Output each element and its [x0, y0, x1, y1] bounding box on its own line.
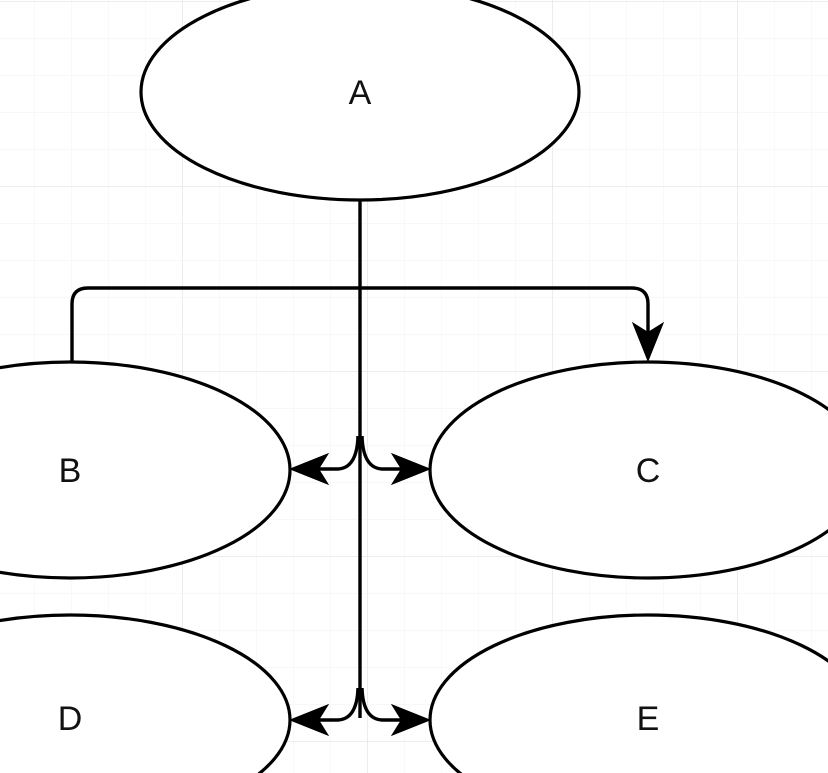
node-e-ellipse[interactable] — [428, 613, 828, 773]
node-d-ellipse[interactable] — [0, 613, 292, 773]
arrowhead-into-d-overlay — [289, 704, 329, 736]
edge-a-to-b-orthogonal — [70, 286, 360, 361]
node-c[interactable]: C — [428, 360, 828, 580]
node-c-ellipse[interactable] — [428, 360, 828, 580]
node-a[interactable]: A — [139, 0, 581, 202]
arrowhead-into-c-top-overlay — [632, 322, 664, 362]
node-e-label: E — [637, 700, 660, 738]
edge-trunk-to-e-curve — [360, 687, 402, 722]
edge-trunk-to-d-curve — [318, 687, 360, 722]
arrowhead-overlay-group — [289, 322, 664, 736]
node-a-ellipse[interactable] — [139, 0, 581, 202]
arrowhead-into-c-side-overlay — [391, 453, 431, 485]
arrowhead-into-b-overlay — [289, 453, 329, 485]
node-d[interactable]: D — [0, 613, 292, 773]
edge-a-to-c-orthogonal — [360, 286, 650, 336]
node-e[interactable]: E — [428, 613, 828, 773]
node-c-label: C — [636, 452, 661, 490]
node-d-label: D — [58, 700, 83, 738]
node-b-label: B — [59, 452, 82, 490]
edge-trunk-to-b-curve — [318, 435, 360, 471]
node-b[interactable]: B — [0, 360, 292, 580]
edge-trunk-to-c-curve — [360, 435, 402, 471]
node-b-ellipse[interactable] — [0, 360, 292, 580]
arrowhead-into-e-overlay — [391, 704, 431, 736]
node-a-label: A — [349, 74, 372, 112]
